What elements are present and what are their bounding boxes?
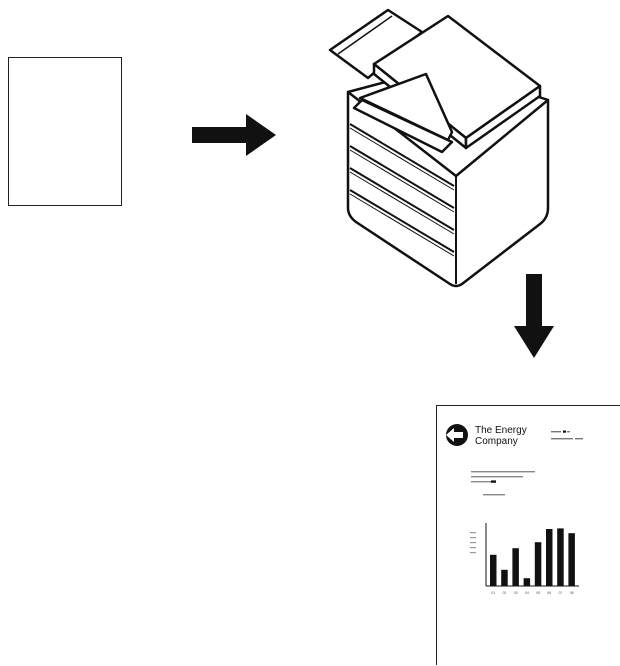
chart-bar: [501, 570, 508, 586]
chart-x-tick-label: 06: [547, 591, 551, 595]
company-logo-icon: [446, 424, 468, 446]
chart-x-tick-label: 08: [570, 591, 574, 595]
chart-x-tick-label: 02: [502, 591, 506, 595]
right-arrow-icon: [190, 112, 278, 158]
chart-bar: [512, 548, 519, 586]
chart-bar: [546, 529, 553, 586]
header-small-text: [551, 431, 583, 440]
output-printed-document: The Energy Company 01 02 03 04 05 06 07 08: [436, 405, 620, 665]
chart-x-tick-label: 04: [525, 591, 529, 595]
chart-x-tick-label: 05: [536, 591, 540, 595]
chart-y-tick-labels: [470, 532, 476, 553]
chart-bar: [524, 578, 531, 586]
chart-bar: [557, 528, 564, 586]
company-name-line1: The Energy: [475, 425, 527, 436]
bar-chart: 01 02 03 04 05 06 07 08: [486, 523, 579, 595]
chart-bar: [568, 533, 575, 586]
chart-bar: [490, 555, 497, 586]
printed-page-content: The Energy Company 01 02 03 04 05 06 07 08: [437, 406, 620, 666]
chart-bar: [535, 542, 542, 586]
chart-x-tick-label: 07: [558, 591, 562, 595]
company-name-line2: Company: [475, 436, 518, 447]
down-arrow-icon: [512, 272, 556, 360]
chart-x-tick-label: 01: [491, 591, 495, 595]
copier-machine: [318, 0, 558, 292]
body-text-lines: [471, 471, 535, 495]
chart-x-tick-label: 03: [514, 591, 518, 595]
input-blank-document: [8, 57, 122, 206]
